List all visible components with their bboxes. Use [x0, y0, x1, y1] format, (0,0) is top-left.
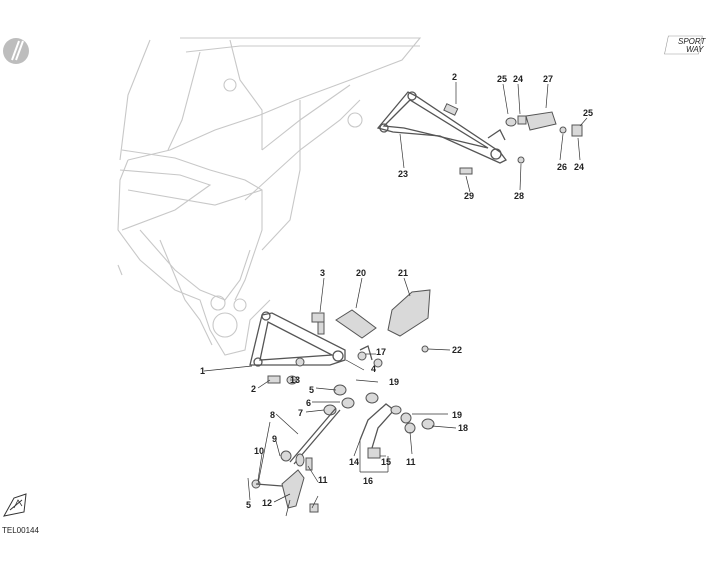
- callout-26: 26: [557, 162, 567, 172]
- callout-labels: 1 2 2 3 4 5 5 6 7 8 9 10 11 11 12 13 14 …: [200, 72, 593, 510]
- callout-17: 17: [376, 347, 386, 357]
- callout-24-upper: 24: [513, 74, 523, 84]
- view-direction-arrow-icon: [3, 493, 27, 517]
- callout-18: 18: [458, 423, 468, 433]
- callout-15: 15: [381, 457, 391, 467]
- callout-2-upper: 2: [452, 72, 457, 82]
- callout-21: 21: [398, 268, 408, 278]
- leader-lines: [203, 82, 588, 517]
- callout-27: 27: [543, 74, 553, 84]
- callout-12: 12: [262, 498, 272, 508]
- callout-1: 1: [200, 366, 205, 376]
- lower-footpeg-assembly: [249, 289, 435, 513]
- brand-logo-icon: SPORT WAY: [664, 35, 707, 55]
- callout-6: 6: [306, 398, 311, 408]
- callout-29: 29: [464, 191, 474, 201]
- callout-8: 8: [270, 410, 275, 420]
- callout-2-lower: 2: [251, 384, 256, 394]
- logo-text-1: SPORT: [678, 37, 707, 46]
- callout-19-upper: 19: [389, 377, 399, 387]
- callout-9: 9: [272, 434, 277, 444]
- callout-5-upper: 5: [309, 385, 314, 395]
- callout-10: 10: [254, 446, 264, 456]
- callout-5-lower: 5: [246, 500, 251, 510]
- callout-3: 3: [320, 268, 325, 278]
- drawing-code: TEL00144: [2, 526, 39, 535]
- callout-25-right: 25: [583, 108, 593, 118]
- callout-25-upper: 25: [497, 74, 507, 84]
- callout-11-left: 11: [318, 475, 328, 485]
- logo-text-2: WAY: [686, 45, 704, 54]
- callout-7: 7: [298, 408, 303, 418]
- callout-28: 28: [514, 191, 524, 201]
- frame-outline: [117, 37, 422, 356]
- callout-22: 22: [452, 345, 462, 355]
- callout-14: 14: [349, 457, 359, 467]
- upper-footpeg-assembly: [376, 91, 583, 175]
- callout-20: 20: [356, 268, 366, 278]
- callout-19-lower: 19: [452, 410, 462, 420]
- callout-11-right: 11: [406, 457, 416, 467]
- section-tab-icon: [3, 38, 29, 64]
- callout-13: 13: [290, 375, 300, 385]
- callout-24-lower: 24: [574, 162, 584, 172]
- callout-23: 23: [398, 169, 408, 179]
- callout-4: 4: [371, 364, 376, 374]
- callout-16: 16: [363, 476, 373, 486]
